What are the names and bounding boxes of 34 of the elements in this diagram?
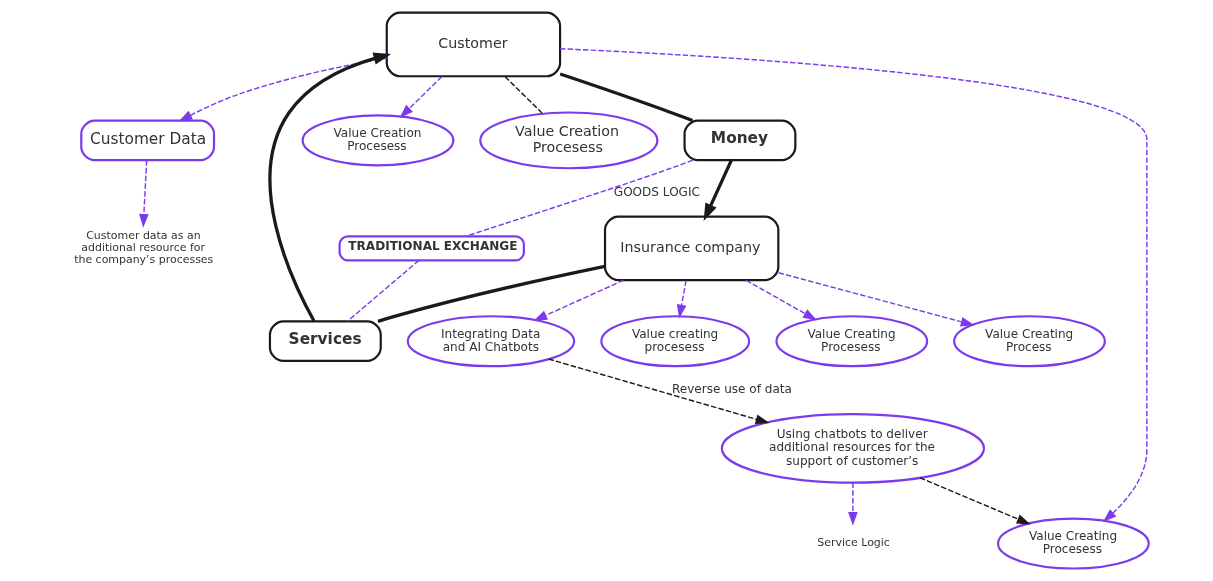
node-ellipse: Value creating procesess xyxy=(599,315,750,368)
edge-label: GOODS LOGIC xyxy=(613,184,700,199)
edge-label: Reverse use of data xyxy=(671,382,792,397)
node-ellipse: Integrating Data and AI Chatbots xyxy=(406,315,575,368)
arrow xyxy=(676,279,687,319)
node-box: Insurance company xyxy=(603,215,779,282)
node-ellipse: Value Creation Procesess xyxy=(301,114,454,167)
arrow xyxy=(558,48,1148,522)
node-box: TRADITIONAL EXCHANGE xyxy=(338,235,525,262)
arrow xyxy=(918,477,1031,525)
arrow xyxy=(703,159,733,222)
node-box: Money xyxy=(682,119,796,162)
arrow xyxy=(267,52,391,323)
arrow xyxy=(547,358,769,424)
arrow xyxy=(847,481,858,526)
node-box: Services xyxy=(268,320,382,363)
node-ellipse: Value Creating Procesess xyxy=(996,517,1150,570)
node-text: Customer data as an additional resource for the company’s processes xyxy=(73,229,213,267)
node-box: Customer xyxy=(385,11,561,78)
node-ellipse: Value Creation Procesess xyxy=(478,111,658,170)
connector xyxy=(464,159,694,237)
arrow xyxy=(178,57,387,122)
arrow xyxy=(777,272,975,327)
node-box: Customer Data xyxy=(79,119,215,162)
arrow xyxy=(532,279,624,321)
node-text: Service Logic xyxy=(816,536,890,550)
node-ellipse: Value Creating Procesess xyxy=(774,315,928,368)
arrow xyxy=(745,279,817,321)
arrow xyxy=(138,159,149,228)
connector xyxy=(346,259,419,323)
connector xyxy=(503,76,543,115)
arrow xyxy=(399,76,442,118)
connector xyxy=(376,264,605,323)
connector xyxy=(559,72,693,123)
